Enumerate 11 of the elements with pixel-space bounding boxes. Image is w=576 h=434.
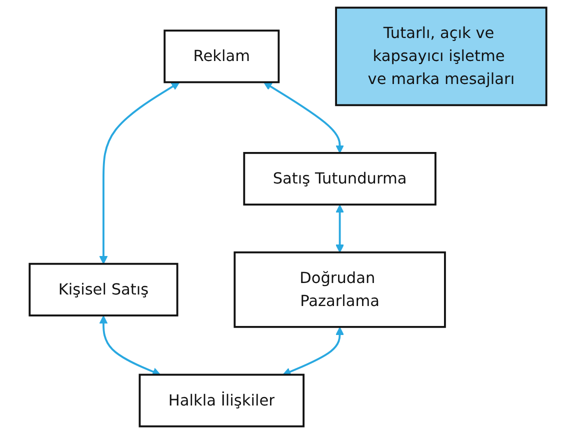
arrow — [282, 326, 344, 376]
node-box: Doğrudan Pazarlama — [234, 251, 446, 328]
arrow — [264, 82, 344, 154]
node-box: Kişisel Satış — [28, 262, 178, 316]
arrow — [99, 82, 180, 264]
node-box: Halkla İlişkiler — [138, 374, 305, 428]
arrow — [99, 315, 161, 376]
node-box: Satış Tutundurma — [243, 152, 436, 206]
node-box: Tutarlı, açık ve kapsayıcı işletme ve marka mesajları — [335, 6, 548, 106]
node-box: Reklam — [164, 30, 280, 84]
arrow — [336, 204, 344, 253]
